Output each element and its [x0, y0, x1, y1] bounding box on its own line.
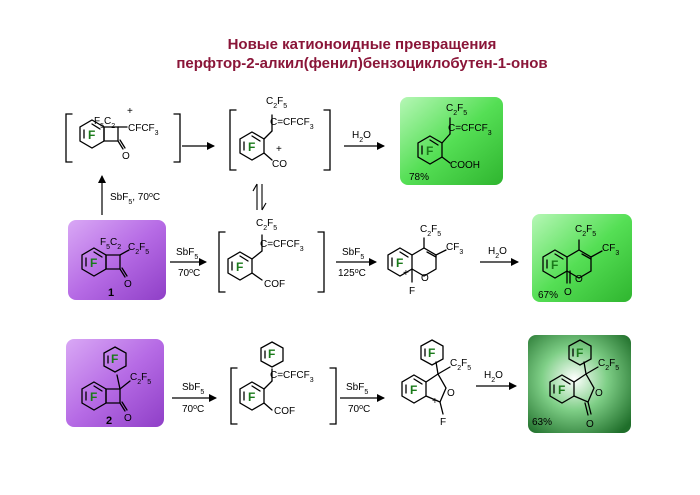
bracket-right-b	[323, 109, 331, 171]
label-plus-h: +	[432, 396, 438, 407]
bracket-left-a	[65, 113, 73, 163]
label-c2f5-f: C2F5	[575, 224, 596, 238]
ring-f-i-phenyl: F	[576, 346, 583, 360]
label-f-e: F	[409, 286, 415, 297]
bracket-left-g	[230, 367, 238, 425]
label-plus-b: +	[276, 144, 282, 155]
label-o-h: O	[447, 388, 455, 399]
ring-f-a: F	[88, 128, 95, 142]
label-c2f5-i: C2F5	[598, 358, 619, 372]
label-cfcf3-c: C=CFCF3	[448, 123, 492, 137]
reagent-sbf5-70: SbF5, 70oC	[110, 192, 160, 206]
compound-number-1: 1	[108, 287, 114, 299]
label-cfcf3-d: C=CFCF3	[260, 239, 304, 253]
ring-f-d: F	[236, 260, 243, 274]
bracket-right-g	[329, 367, 337, 425]
ring-f-g: F	[248, 390, 255, 404]
label-c2f5-d: C2F5	[256, 218, 277, 232]
equilibrium-arrow-b-d	[252, 183, 267, 211]
bracket-right-d	[317, 231, 325, 293]
label-o-ring-i: O	[595, 388, 603, 399]
label-o-2: O	[124, 413, 132, 424]
ring-f-b: F	[248, 140, 255, 154]
label-cf3-e: CF3	[446, 242, 463, 256]
label-f-h: F	[440, 417, 446, 428]
ring-f-c: F	[426, 144, 433, 158]
ring-f-1: F	[90, 256, 97, 270]
label-plus-e: +	[403, 268, 409, 279]
label-o-1: O	[124, 279, 132, 290]
label-o-exo-i: O	[586, 419, 594, 430]
compound-number-2: 2	[106, 415, 112, 427]
compound-2-box	[66, 339, 164, 427]
label-f5c2-1: F5C2	[100, 237, 121, 251]
reagent-sbf5-row2: SbF5	[176, 247, 198, 261]
label-cfcf3-a: CFCF3	[128, 123, 159, 137]
reagent-h2o-2: H2O	[488, 246, 507, 260]
compound-1-box	[68, 220, 166, 300]
bracket-right-a	[173, 113, 181, 163]
yield-63: 63%	[532, 417, 552, 428]
bracket-left-b	[229, 109, 237, 171]
title-line-2: перфтор-2-алкил(фенил)бензоциклобутен-1-…	[176, 55, 548, 72]
phenyl-ring-i	[568, 339, 592, 366]
ring-f-i: F	[558, 383, 565, 397]
label-o-e: O	[421, 273, 429, 284]
reagent-70c-row3: 70oC	[182, 404, 204, 416]
phenyl-ring-g	[260, 341, 284, 368]
reagent-70c-gh: 70oC	[348, 404, 370, 416]
ring-f-g-phenyl: F	[268, 347, 275, 361]
yield-78: 78%	[409, 172, 429, 183]
label-c2f5-b: C2F5	[266, 96, 287, 110]
label-f5c2-a: F5C2	[94, 116, 115, 130]
label-c2f5-e: C2F5	[420, 224, 441, 238]
label-o-exo-f: O	[564, 287, 572, 298]
label-c2f5-1: C2F5	[128, 242, 149, 256]
label-cf3-f: CF3	[602, 243, 619, 257]
reagent-sbf5-gh: SbF5	[346, 382, 368, 396]
ring-f-e: F	[396, 256, 403, 270]
ring-f-h: F	[410, 383, 417, 397]
ring-f-f: F	[551, 258, 558, 272]
reagent-sbf5-de: SbF5	[342, 247, 364, 261]
product-box-78	[400, 97, 503, 185]
label-cof-g: COF	[274, 406, 295, 417]
phenyl-ring-2	[103, 346, 127, 373]
label-plus-a: +	[127, 106, 133, 117]
label-co-b: CO	[272, 159, 287, 170]
reagent-h2o-3: H2O	[484, 370, 503, 384]
label-cof-d: COF	[264, 279, 285, 290]
bracket-left-d	[218, 231, 226, 293]
product-box-67	[532, 214, 632, 302]
label-c2f5-2: C2F5	[130, 372, 151, 386]
reagent-h2o-1: H2O	[352, 130, 371, 144]
reagent-70c-row2: 70oC	[178, 268, 200, 280]
title-line-1: Новые катионоидные превращения	[227, 36, 497, 53]
label-cfcf3-g: C=CFCF3	[270, 370, 314, 384]
reagent-sbf5-row3: SbF5	[182, 382, 204, 396]
ring-f-h-phenyl: F	[428, 346, 435, 360]
product-box-63	[528, 335, 631, 433]
label-c2f5-c: C2F5	[446, 103, 467, 117]
phenyl-ring-h	[420, 339, 444, 366]
label-c2f5-h: C2F5	[450, 358, 471, 372]
label-cooh-c: COOH	[450, 160, 480, 171]
label-cfcf3-b: C=CFCF3	[270, 117, 314, 131]
label-o-a: O	[122, 151, 130, 162]
reagent-125c: 125oC	[338, 268, 366, 280]
label-o-ring-f: O	[575, 274, 583, 285]
yield-67: 67%	[538, 290, 558, 301]
ring-f-2-phenyl: F	[111, 352, 118, 366]
ring-f-2: F	[90, 390, 97, 404]
